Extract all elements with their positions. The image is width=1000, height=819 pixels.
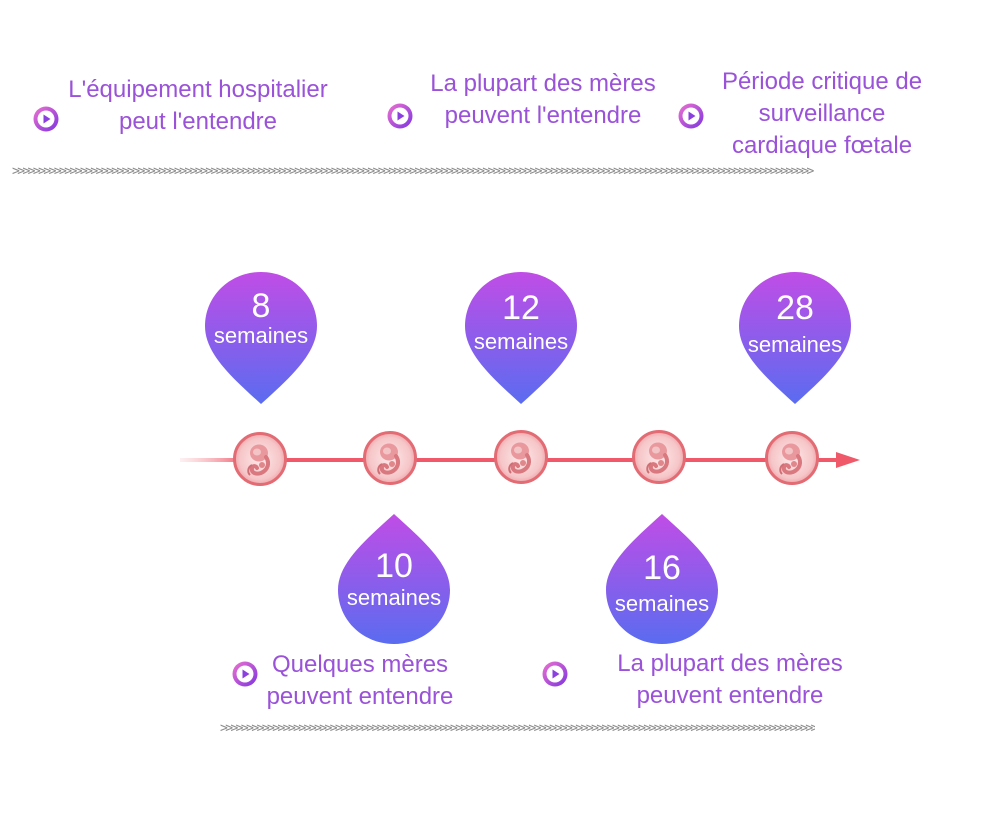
separator-top: >>>>>>>>>>>>>>>>>>>>>>>>>>>>>>>>>>>>>>>>… bbox=[12, 165, 814, 179]
drop-marker-shape bbox=[739, 272, 851, 404]
label-some-mothers-line2: peuvent entendre bbox=[266, 683, 454, 710]
milestone-unit: semaines bbox=[614, 591, 710, 616]
milestone-unit: semaines bbox=[213, 323, 309, 348]
legend-critical-line2: surveillance bbox=[758, 100, 886, 127]
embryo-stage-icon bbox=[494, 430, 548, 484]
embryo-stage-icon bbox=[233, 432, 287, 486]
milestone-number: 12 bbox=[502, 289, 540, 327]
milestone-unit: semaines bbox=[747, 332, 843, 357]
milestone-8-weeks: 8 semaines bbox=[202, 268, 320, 406]
drop-marker-shape bbox=[606, 514, 718, 644]
label-most-mothers-line2: peuvent entendre bbox=[636, 682, 824, 709]
legend-critical-period: Période critique de surveillance cardiaq… bbox=[700, 66, 944, 162]
legend-most-mothers-line1: La plupart des mères bbox=[430, 70, 656, 97]
milestone-12-weeks: 12 semaines bbox=[462, 268, 580, 406]
milestone-unit: semaines bbox=[346, 585, 442, 610]
label-most-mothers-line1: La plupart des mères bbox=[617, 650, 843, 677]
drop-marker-shape bbox=[465, 272, 577, 404]
milestone-number: 16 bbox=[643, 549, 681, 587]
milestone-number: 8 bbox=[251, 287, 271, 325]
milestone-10-weeks: 10 semaines bbox=[335, 512, 453, 648]
legend-most-mothers: La plupart des mères peuvent l'entendre bbox=[408, 68, 678, 132]
embryo-stage-icon bbox=[765, 431, 819, 485]
label-some-mothers: Quelques mères peuvent entendre bbox=[250, 649, 470, 713]
label-most-mothers: La plupart des mères peuvent entendre bbox=[592, 648, 868, 712]
label-some-mothers-line1: Quelques mères bbox=[271, 651, 449, 678]
embryo-stage-icon bbox=[632, 430, 686, 484]
drop-marker-shape bbox=[205, 272, 317, 404]
milestone-number: 10 bbox=[375, 547, 413, 585]
milestone-16-weeks: 16 semaines bbox=[603, 512, 721, 648]
legend-most-mothers-line2: peuvent l'entendre bbox=[444, 102, 642, 129]
play-icon bbox=[542, 661, 568, 687]
drop-marker-shape bbox=[338, 514, 450, 644]
milestone-unit: semaines bbox=[473, 329, 569, 354]
legend-hospital-line1: L'équipement hospitalier bbox=[68, 76, 328, 103]
embryo-stage-icon bbox=[363, 431, 417, 485]
milestone-28-weeks: 28 semaines bbox=[736, 268, 854, 406]
legend-critical-line3: cardiaque fœtale bbox=[731, 132, 913, 159]
separator-bottom: >>>>>>>>>>>>>>>>>>>>>>>>>>>>>>>>>>>>>>>>… bbox=[220, 722, 815, 736]
legend-hospital-line2: peut l'entendre bbox=[118, 108, 278, 135]
legend-hospital-equipment: L'équipement hospitalier peut l'entendre bbox=[44, 74, 352, 138]
legend-critical-line1: Période critique de bbox=[721, 68, 923, 95]
milestone-number: 28 bbox=[776, 289, 814, 327]
